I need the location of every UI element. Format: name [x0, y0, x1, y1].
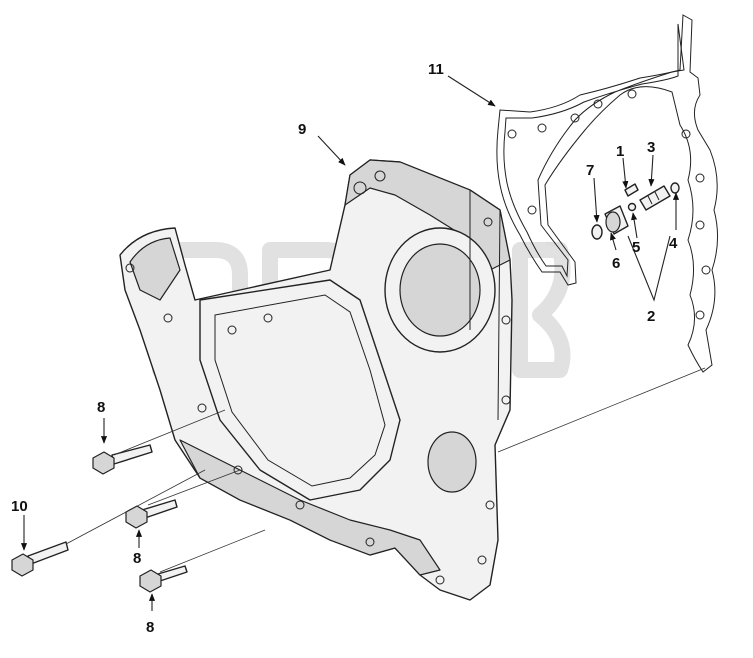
callout-11: 11	[428, 61, 444, 78]
callout-leaders	[20, 75, 680, 611]
callout-4: 4	[669, 235, 678, 252]
callout-10: 10	[11, 498, 28, 515]
callout-1: 1	[616, 143, 624, 160]
bolt-part-8b	[125, 499, 178, 529]
housing-part-9	[119, 159, 513, 601]
callout-7: 7	[586, 162, 594, 179]
bolt-part-10	[11, 541, 69, 577]
bolt-part-8a	[92, 444, 153, 475]
washer-part-5	[627, 202, 637, 212]
callout-labels: 1 2 3 4 5 6 7 8 8 8 9 10 11	[11, 61, 678, 636]
watermark-trademark: ™	[544, 239, 556, 253]
assembly-reference-lines	[65, 367, 706, 573]
callout-8-upper: 8	[97, 399, 105, 416]
callout-6: 6	[612, 255, 620, 272]
bolt-part-8c	[139, 565, 188, 593]
pin-part-1	[624, 183, 639, 197]
plug-part-6	[604, 205, 629, 235]
valve-part-3	[639, 185, 671, 211]
gasket-part-11	[496, 14, 718, 373]
small-parts-group	[591, 182, 680, 240]
o-ring-part-4	[670, 182, 680, 194]
o-ring-part-7	[591, 224, 603, 240]
callout-3: 3	[647, 139, 655, 156]
callout-5: 5	[632, 239, 640, 256]
callout-8-middle: 8	[133, 550, 141, 567]
callout-9: 9	[298, 121, 306, 138]
callout-8-lower: 8	[146, 619, 154, 636]
callout-2: 2	[647, 308, 655, 325]
